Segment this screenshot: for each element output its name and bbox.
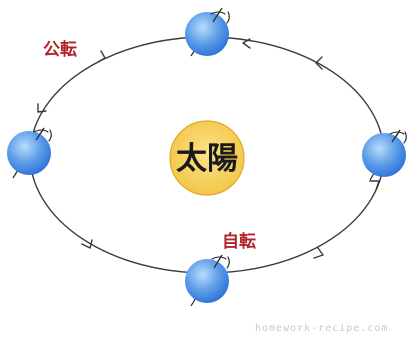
watermark: homework-recipe.com (255, 323, 388, 334)
orbit-arrow-bottom-right (314, 248, 323, 258)
orbit-arrow-top (243, 39, 250, 48)
spin-arrow-tail (227, 257, 229, 268)
earth-right (362, 130, 406, 180)
spin-arrow-tail (227, 12, 229, 23)
earth-globe (185, 12, 229, 56)
sun: 太陽 (170, 121, 244, 195)
earth-left (7, 128, 51, 178)
earth-globe (185, 259, 229, 303)
spin-arrow-icon (212, 257, 226, 259)
earth-globe (362, 133, 406, 177)
revolution-label: 公転 (43, 39, 77, 60)
earth-globe (7, 131, 51, 175)
orbit-arrow-top-left (98, 51, 105, 62)
spin-arrow-tail (49, 130, 51, 141)
earth-top (185, 8, 229, 56)
earth-bottom (185, 255, 229, 306)
sun-label: 太陽 (176, 141, 238, 177)
rotation-label: 自転 (222, 231, 256, 252)
orbit-arrow-right (370, 181, 379, 190)
